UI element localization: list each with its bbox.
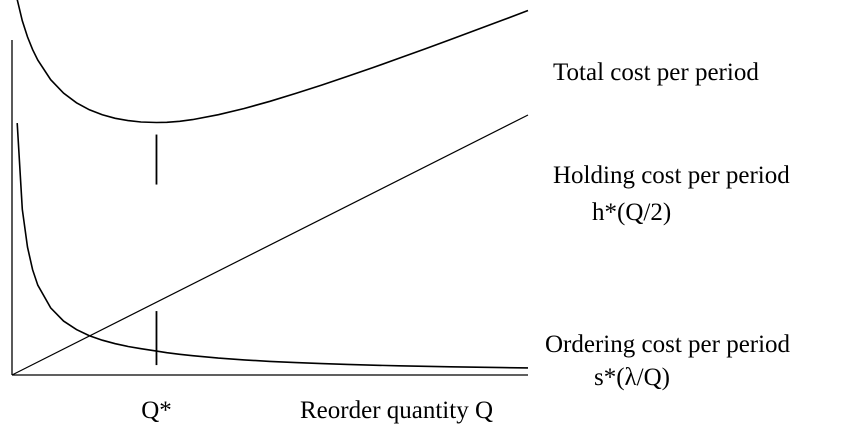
ordering-cost-curve — [16, 123, 529, 369]
optimum-tick-label: Q* — [141, 397, 172, 424]
series-label-holding: Holding cost per period — [553, 162, 790, 189]
total-cost-curve — [16, 0, 529, 124]
series-formula-ordering: s*(λ/Q) — [594, 364, 670, 391]
series-label-ordering: Ordering cost per period — [545, 331, 791, 358]
holding-cost-line — [11, 114, 529, 376]
x-axis-label: Reorder quantity Q — [300, 397, 493, 424]
series-formula-holding: h*(Q/2) — [592, 199, 671, 226]
series-label-total: Total cost per period — [553, 59, 759, 86]
